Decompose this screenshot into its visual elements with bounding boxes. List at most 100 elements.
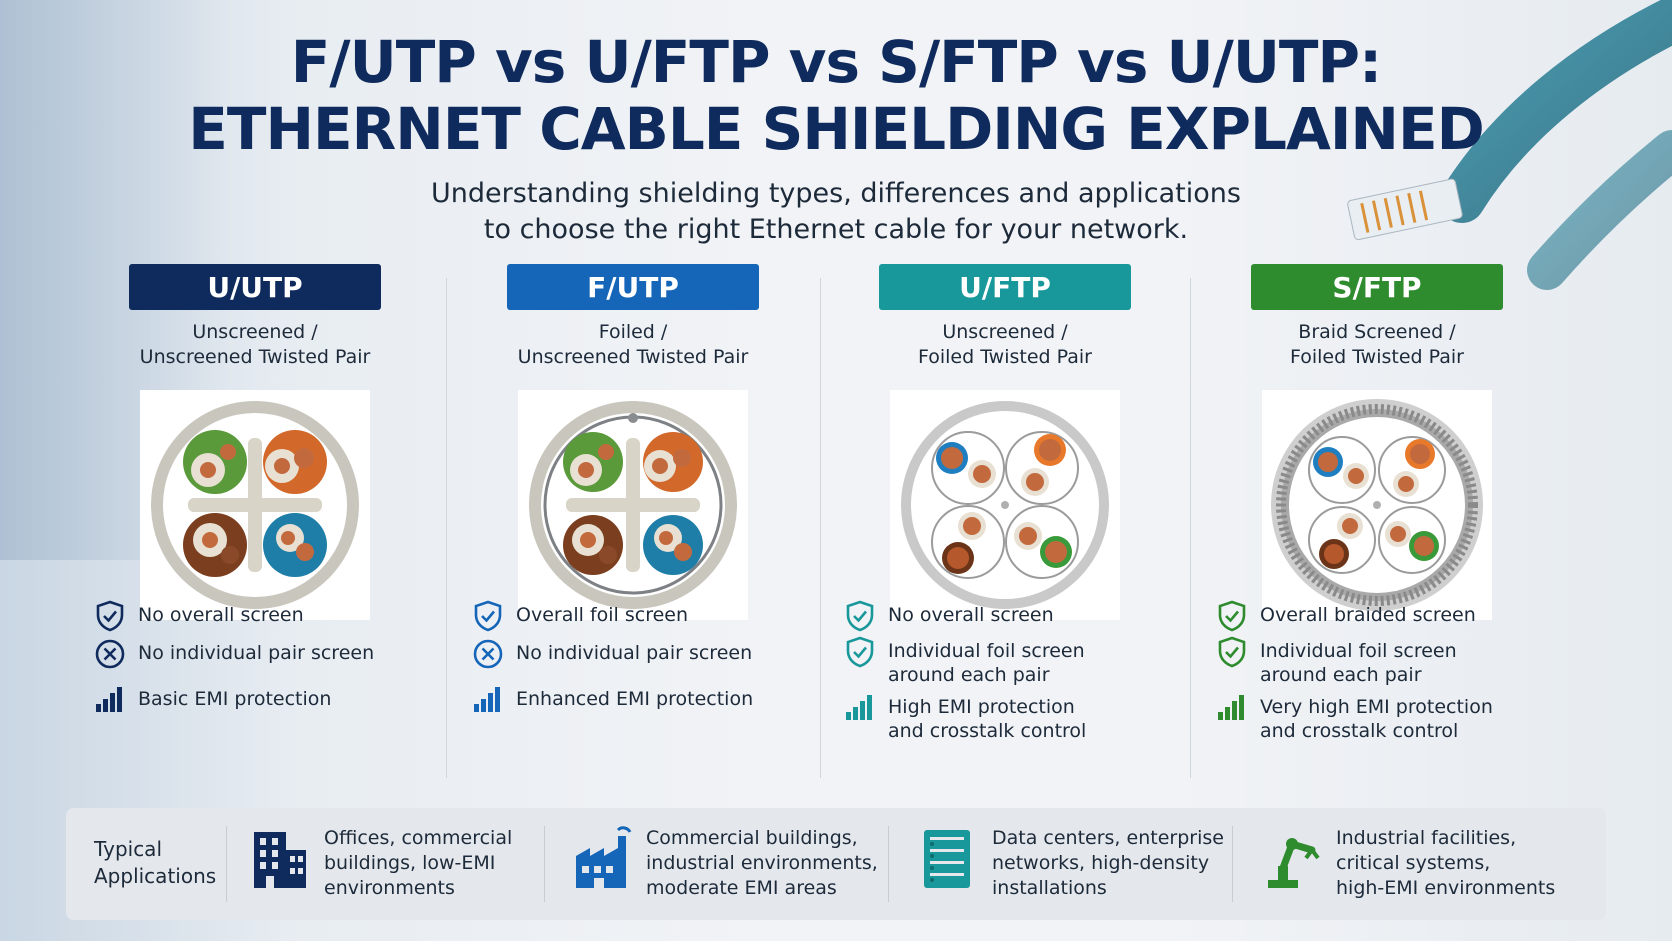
signal-bars-icon [468,684,508,718]
feature-overall-screen: Overall braided screen [1212,600,1542,634]
application-line: Data centers, enterprise [992,827,1224,849]
cable-type-badge: U/UTP [129,264,381,310]
application-text: Offices, commercial buildings, low-EMI e… [324,826,512,901]
signal-bars-icon [90,684,130,718]
feature-text: No individual pair screen [138,642,375,664]
cable-description: Foiled / Unscreened Twisted Pair [468,320,798,370]
column-divider [446,278,447,778]
subtitle-line1: Understanding shielding types, differenc… [431,178,1241,209]
desc-line2: Unscreened Twisted Pair [517,346,749,368]
desc-line1: Braid Screened / [1298,321,1456,343]
application-uftp: Data centers, enterprise networks, high-… [918,826,1224,901]
feature-text-line2: around each pair [888,664,1050,686]
feature-text: Individual foil screen around each pair [1260,636,1457,687]
feature-overall-screen: Overall foil screen [468,600,798,634]
feature-pair-screen: No individual pair screen [468,638,798,672]
feature-text: No individual pair screen [516,642,753,664]
cable-cross-section-uutp [140,390,370,620]
feature-emi: Enhanced EMI protection [468,684,798,718]
desc-line2: Foiled Twisted Pair [1290,346,1464,368]
application-futp: Commercial buildings, industrial environ… [572,826,878,901]
application-line: critical systems, [1336,852,1491,874]
feature-emi: High EMI protection and crosstalk contro… [840,692,1170,743]
application-line: environments [324,877,455,899]
feature-text-line1: Very high EMI protection [1260,696,1493,718]
feature-emi: Basic EMI protection [90,684,420,718]
robot-arm-icon [1262,826,1322,890]
feature-pair-screen: Individual foil screen around each pair [1212,636,1542,687]
applications-divider [1232,826,1233,902]
x-circle-icon [90,638,130,672]
server-rack-icon [918,826,978,890]
shield-check-icon [1212,600,1252,634]
application-text: Data centers, enterprise networks, high-… [992,826,1224,901]
shield-check-icon [840,636,880,670]
applications-divider [544,826,545,902]
column-divider [820,278,821,778]
applications-divider [888,826,889,902]
shield-check-icon [1212,636,1252,670]
feature-text-line2: and crosstalk control [888,720,1087,742]
shield-check-icon [468,600,508,634]
feature-text: Very high EMI protection and crosstalk c… [1260,692,1493,743]
feature-text-line1: Individual foil screen [888,640,1085,662]
feature-text-line2: and crosstalk control [1260,720,1459,742]
page-title-line2: ETHERNET CABLE SHIELDING EXPLAINED [188,95,1484,163]
feature-text: Basic EMI protection [138,688,332,710]
application-line: Commercial buildings, [646,827,858,849]
feature-overall-screen: No overall screen [840,600,1170,634]
application-line: installations [992,877,1107,899]
feature-text-line2: around each pair [1260,664,1422,686]
factory-icon [572,826,632,890]
application-uutp: Offices, commercial buildings, low-EMI e… [250,826,512,901]
applications-label-line1: Typical [94,837,162,861]
desc-line2: Unscreened Twisted Pair [139,346,371,368]
application-sftp: Industrial facilities, critical systems,… [1262,826,1555,901]
shield-check-icon [90,600,130,634]
cable-cross-section-sftp [1262,390,1492,620]
application-line: industrial environments, [646,852,878,874]
page-subtitle: Understanding shielding types, differenc… [0,176,1672,248]
cable-cross-section-futp [518,390,748,620]
feature-emi: Very high EMI protection and crosstalk c… [1212,692,1542,743]
application-line: Offices, commercial [324,827,513,849]
feature-text: Individual foil screen around each pair [888,636,1085,687]
cable-description: Unscreened / Foiled Twisted Pair [840,320,1170,370]
desc-line1: Unscreened / [192,321,318,343]
office-building-icon [250,826,310,890]
subtitle-line2: to choose the right Ethernet cable for y… [483,214,1189,245]
cable-description: Braid Screened / Foiled Twisted Pair [1212,320,1542,370]
application-line: buildings, low-EMI [324,852,496,874]
feature-overall-screen: No overall screen [90,600,420,634]
feature-pair-screen: Individual foil screen around each pair [840,636,1170,687]
feature-text: High EMI protection and crosstalk contro… [888,692,1086,743]
typical-applications-panel: Typical Applications Offices, commercial… [66,808,1606,920]
cable-type-badge: S/FTP [1251,264,1503,310]
feature-text: Overall braided screen [1260,604,1476,626]
signal-bars-icon [840,692,880,726]
feature-text: Enhanced EMI protection [516,688,754,710]
cable-card-sftp: S/FTP Braid Screened / Foiled Twisted Pa… [1212,264,1542,804]
feature-text: No overall screen [138,604,304,626]
feature-text-line1: Individual foil screen [1260,640,1457,662]
applications-divider [226,826,227,902]
desc-line1: Foiled / [598,321,668,343]
cable-description: Unscreened / Unscreened Twisted Pair [90,320,420,370]
column-divider [1190,278,1191,778]
applications-label: Typical Applications [94,836,216,890]
feature-pair-screen: No individual pair screen [90,638,420,672]
desc-line2: Foiled Twisted Pair [918,346,1092,368]
feature-text: Overall foil screen [516,604,689,626]
application-line: networks, high-density [992,852,1210,874]
desc-line1: Unscreened / [942,321,1068,343]
cable-cross-section-uftp [890,390,1120,620]
feature-text-line1: High EMI protection [888,696,1075,718]
applications-label-line2: Applications [94,864,217,888]
cable-card-uftp: U/FTP Unscreened / Foiled Twisted Pair N… [840,264,1170,804]
cable-type-badge: U/FTP [879,264,1131,310]
feature-text: No overall screen [888,604,1054,626]
application-text: Commercial buildings, industrial environ… [646,826,878,901]
application-line: moderate EMI areas [646,877,837,899]
x-circle-icon [468,638,508,672]
cable-card-futp: F/UTP Foiled / Unscreened Twisted Pair O… [468,264,798,804]
